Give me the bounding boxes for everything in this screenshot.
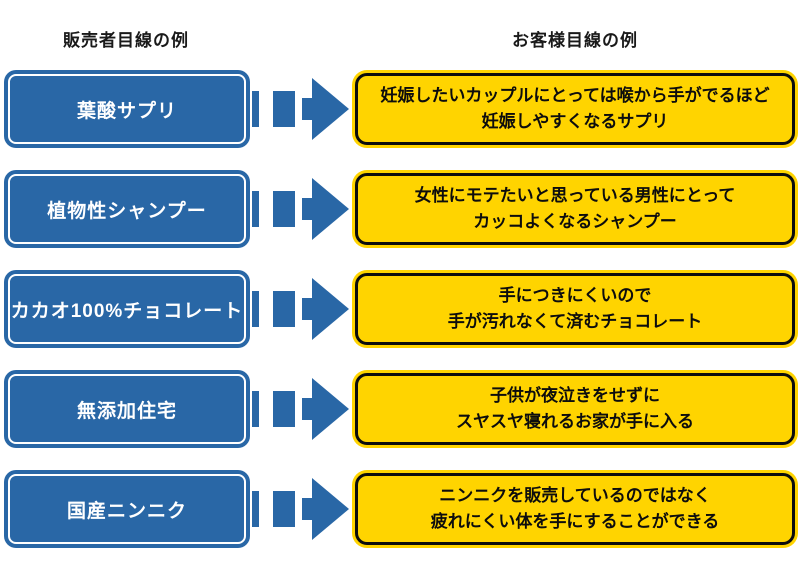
seller-box-label: 国産ニンニク <box>8 474 246 544</box>
customer-box-wrap: 子供が夜泣きをせずに スヤスヤ寝れるお家が手に入る <box>352 370 798 448</box>
seller-box: 植物性シャンプー <box>4 170 250 248</box>
customer-box-line2: スヤスヤ寝れるお家が手に入る <box>456 412 694 431</box>
customer-box-wrap: 妊娠したいカップルにとっては喉から手がでるほど 妊娠しやすくなるサプリ <box>352 70 798 148</box>
column-header-seller: 販売者目線の例 <box>63 31 189 50</box>
customer-box: 手につきにくいので 手が汚れなくて済むチョコレート <box>355 273 795 345</box>
customer-box-line2: 疲れにくい体を手にすることができる <box>430 512 720 531</box>
diagram-row: 無添加住宅 子供が夜泣きをせずに スヤスヤ寝れるお家が手に入る <box>0 370 800 448</box>
customer-box-line2: カッコよくなるシャンプー <box>473 212 677 231</box>
customer-box-line1: 子供が夜泣きをせずに <box>490 386 660 405</box>
customer-box: 子供が夜泣きをせずに スヤスヤ寝れるお家が手に入る <box>355 373 795 445</box>
column-headers: 販売者目線の例 お客様目線の例 <box>0 0 800 70</box>
seller-box-label: 植物性シャンプー <box>8 174 246 244</box>
customer-box-line2: 手が汚れなくて済むチョコレート <box>447 312 703 331</box>
seller-box: 国産ニンニク <box>4 470 250 548</box>
arrow-zone <box>250 270 352 348</box>
customer-box: 女性にモテたいと思っている男性にとって カッコよくなるシャンプー <box>355 173 795 245</box>
customer-box-line1: 手につきにくいので <box>498 286 652 305</box>
seller-box-label: 無添加住宅 <box>8 374 246 444</box>
arrow-zone <box>250 470 352 548</box>
customer-box-line1: 妊娠したいカップルにとっては喉から手がでるほど <box>380 86 770 105</box>
customer-box-line2: 妊娠しやすくなるサプリ <box>481 112 669 131</box>
diagram-row: 植物性シャンプー 女性にモテたいと思っている男性にとって カッコよくなるシャンプ… <box>0 170 800 248</box>
customer-box: 妊娠したいカップルにとっては喉から手がでるほど 妊娠しやすくなるサプリ <box>355 73 795 145</box>
column-header-customer: お客様目線の例 <box>512 31 638 50</box>
customer-box-wrap: 手につきにくいので 手が汚れなくて済むチョコレート <box>352 270 798 348</box>
dashed-arrow-icon <box>252 478 349 540</box>
customer-box-wrap: ニンニクを販売しているのではなく 疲れにくい体を手にすることができる <box>352 470 798 548</box>
seller-box: カカオ100%チョコレート <box>4 270 250 348</box>
header-spacer <box>252 26 352 70</box>
dashed-arrow-icon <box>252 278 349 340</box>
diagram-row: 葉酸サプリ 妊娠したいカップルにとっては喉から手がでるほど 妊娠しやすくなるサプ… <box>0 70 800 148</box>
arrow-zone <box>250 370 352 448</box>
diagram-row: カカオ100%チョコレート 手につきにくいので 手が汚れなくて済むチョコレート <box>0 270 800 348</box>
arrow-zone <box>250 70 352 148</box>
customer-box-line1: ニンニクを販売しているのではなく <box>439 486 711 505</box>
seller-box-label: カカオ100%チョコレート <box>8 274 246 344</box>
arrow-zone <box>250 170 352 248</box>
dashed-arrow-icon <box>252 378 349 440</box>
customer-box-line1: 女性にモテたいと思っている男性にとって <box>414 186 736 205</box>
seller-box-label: 葉酸サプリ <box>8 74 246 144</box>
customer-box: ニンニクを販売しているのではなく 疲れにくい体を手にすることができる <box>355 473 795 545</box>
dashed-arrow-icon <box>252 78 349 140</box>
seller-box: 無添加住宅 <box>4 370 250 448</box>
dashed-arrow-icon <box>252 178 349 240</box>
diagram-row: 国産ニンニク ニンニクを販売しているのではなく 疲れにくい体を手にすることができ… <box>0 470 800 548</box>
seller-box: 葉酸サプリ <box>4 70 250 148</box>
customer-box-wrap: 女性にモテたいと思っている男性にとって カッコよくなるシャンプー <box>352 170 798 248</box>
